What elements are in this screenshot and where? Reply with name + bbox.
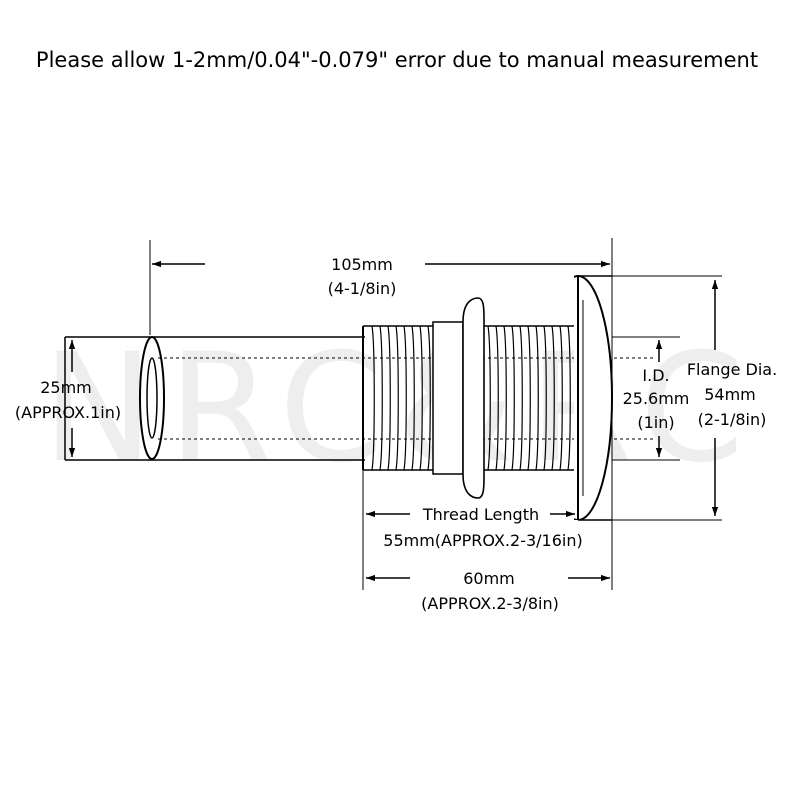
thread-rib [535, 325, 539, 471]
thread-rib [387, 325, 391, 471]
thread-length-value: 55mm(APPROX.2-3/16in) [383, 531, 582, 550]
thread-rib [403, 325, 407, 471]
thread-rib [395, 325, 399, 471]
overall-length-imperial: (4-1/8in) [328, 279, 397, 298]
pipe-od-metric: 25mm [40, 378, 92, 397]
thread-rib [519, 325, 523, 471]
thread-rib [551, 325, 555, 471]
thread-rib [527, 325, 531, 471]
flange-dia-metric: 54mm [704, 385, 756, 404]
thread-rib [503, 325, 507, 471]
pipe-od-imperial: (APPROX.1in) [15, 403, 121, 422]
inner-diameter-caption: I.D. [642, 366, 669, 385]
lock-nut-washer [462, 297, 485, 499]
fitting-drawing [64, 238, 722, 590]
inner-diameter-metric: 25.6mm [623, 389, 690, 408]
body-length-imperial: (APPROX.2-3/8in) [421, 594, 559, 613]
thread-ribs [371, 325, 571, 471]
thread-rib [371, 325, 375, 471]
thread-rib [511, 325, 515, 471]
thread-rib [379, 325, 383, 471]
thread-rib [495, 325, 499, 471]
pipe-end-outer [139, 336, 165, 460]
thread-rib [427, 325, 431, 471]
inner-diameter-imperial: (1in) [637, 413, 674, 432]
thread-rib [543, 325, 547, 471]
thread-rib [411, 325, 415, 471]
measurement-error-note: Please allow 1-2mm/0.04"-0.079" error du… [36, 48, 758, 72]
pipe-end-inner [146, 357, 158, 439]
body-length-metric: 60mm [463, 569, 515, 588]
thread-length-caption: Thread Length [422, 505, 539, 524]
lock-nut [432, 321, 464, 475]
thread-rib [487, 325, 491, 471]
flange-dia-imperial: (2-1/8in) [698, 410, 767, 429]
thread-rib [419, 325, 423, 471]
overall-length-metric: 105mm [331, 255, 393, 274]
thread-rib [567, 325, 571, 471]
thread-rib [559, 325, 563, 471]
flange-dia-caption: Flange Dia. [687, 360, 777, 379]
